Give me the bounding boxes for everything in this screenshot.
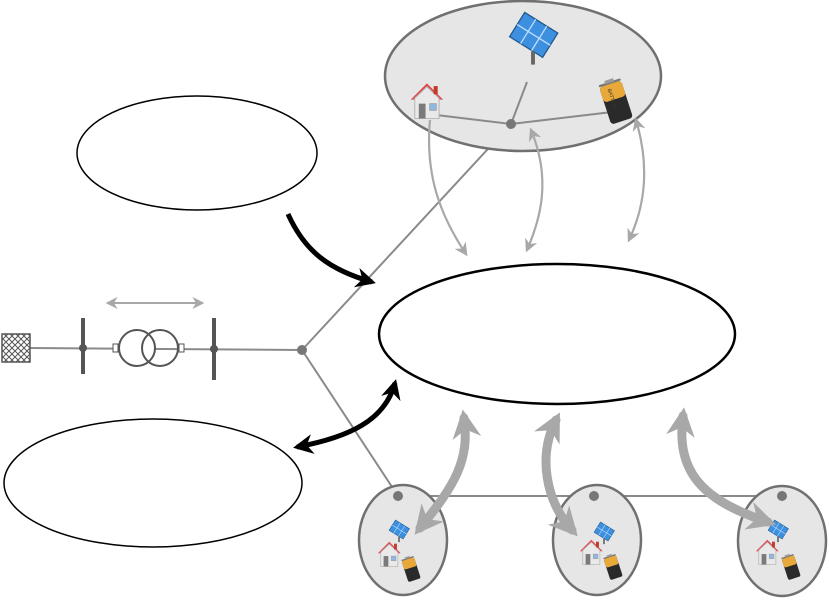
- cluster-2: [551, 483, 643, 597]
- house-to-center-arrow: [427, 119, 468, 257]
- grid-connection-icon: [1, 333, 31, 363]
- center-oval: [377, 262, 737, 406]
- battery-icon: BATTERY: [597, 76, 634, 125]
- cluster-3: [736, 484, 828, 598]
- battery-center-arrow: [627, 117, 646, 243]
- top-microgrid-group: BATTERY: [383, 0, 663, 153]
- busbar-left-node: [79, 344, 87, 352]
- center-lower-left-arrow: [293, 379, 401, 454]
- cluster-1: [357, 483, 449, 597]
- transformer-icon: [112, 329, 185, 367]
- upper-left-to-center-arrow: [285, 212, 376, 288]
- feeder-to-top-group: [301, 123, 512, 351]
- junction-node: [297, 345, 307, 355]
- top-group-flow-arrows: [427, 117, 646, 257]
- bus-nodes: [393, 491, 787, 501]
- cluster-2-center-arrow: [533, 412, 578, 537]
- busbar-right-node: [210, 345, 218, 353]
- feeder-to-bottom-bus: [301, 349, 399, 497]
- cluster-1-center-arrow: [414, 409, 482, 535]
- grid-feeder-line: [29, 347, 303, 351]
- cluster-flow-arrows: [414, 407, 777, 537]
- cluster-3-center-arrow: [666, 407, 777, 530]
- node-center-arrow: [525, 127, 544, 253]
- lower-left-oval: [3, 418, 303, 548]
- upper-left-oval: [76, 95, 318, 211]
